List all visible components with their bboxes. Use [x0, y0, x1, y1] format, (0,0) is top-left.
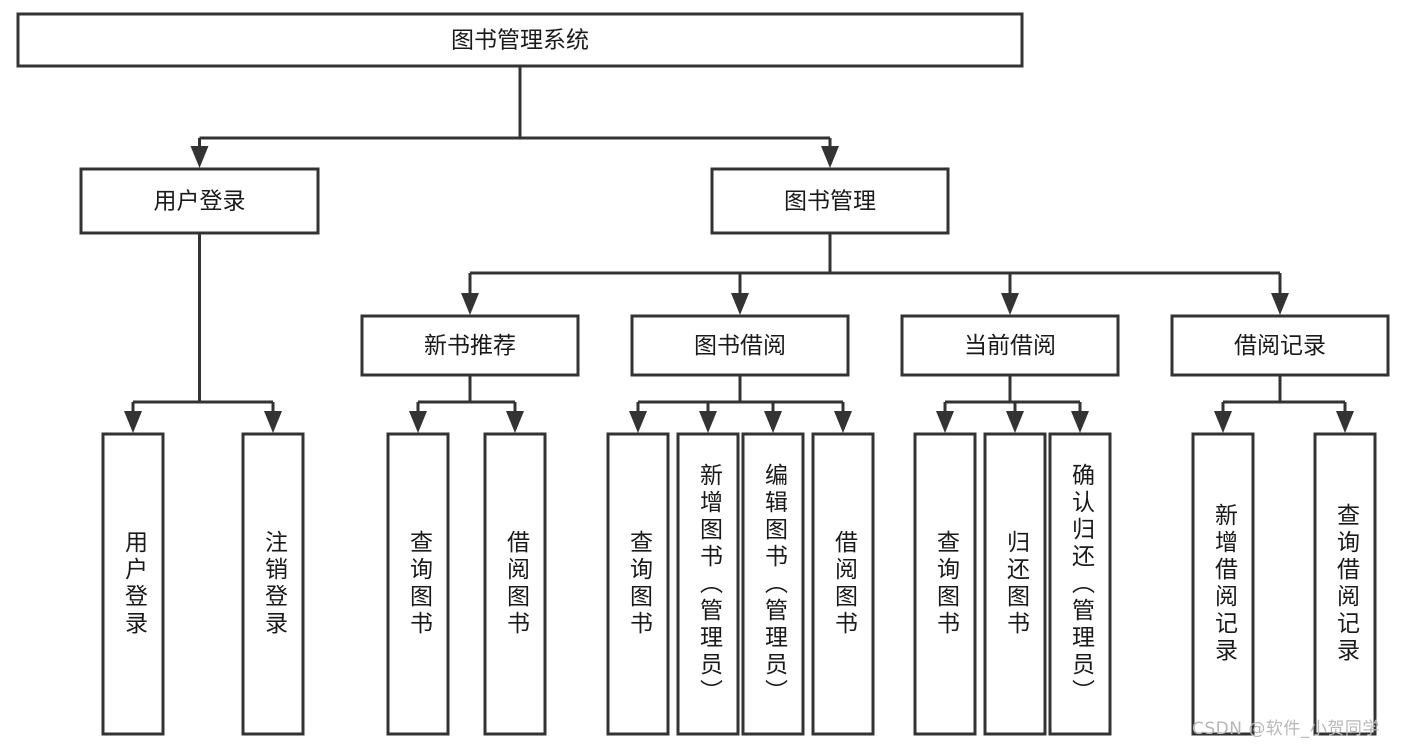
arrow-head-icon-leaf-0-0 [124, 411, 142, 433]
node-l3-label-2: 当前借阅 [964, 333, 1056, 359]
node-root-label: 图书管理系统 [451, 28, 589, 54]
arrow-head-icon-l2-1 [821, 146, 839, 168]
leaf-box-2[interactable] [386, 432, 450, 736]
leaf-box-8[interactable] [913, 432, 977, 736]
arrow-head-icon-leaf-4-0 [1214, 411, 1232, 433]
node-l2-label-0: 用户登录 [154, 189, 246, 215]
leaf-box-6[interactable] [741, 432, 805, 736]
arrow-head-icon-leaf-2-3 [834, 411, 852, 433]
leaf-box-9[interactable] [983, 432, 1047, 736]
arrow-head-icon-l3-2 [1001, 293, 1019, 315]
leaf-box-0[interactable] [101, 432, 165, 736]
arrow-head-icon-leaf-3-0 [936, 411, 954, 433]
node-l3-box-0[interactable] [360, 314, 580, 377]
watermark-text: CSDN @软件_小贺同学 [1192, 719, 1380, 739]
arrow-head-icon-leaf-2-1 [699, 411, 717, 433]
node-l3-box-3[interactable] [1170, 314, 1390, 377]
arrow-head-icon-l3-0 [461, 293, 479, 315]
arrow-head-icon-leaf-3-2 [1071, 411, 1089, 433]
connectors-layer [124, 66, 1354, 433]
arrow-head-icon-leaf-4-1 [1336, 411, 1354, 433]
leaf-box-5[interactable] [676, 432, 740, 736]
node-l3-box-1[interactable] [630, 314, 850, 377]
arrow-head-icon-leaf-2-0 [629, 411, 647, 433]
node-l2-box-0[interactable] [79, 167, 320, 235]
boxes-layer [16, 12, 1390, 736]
node-l3-label-3: 借阅记录 [1234, 333, 1326, 359]
arrow-head-icon-l2-0 [190, 146, 209, 168]
arrow-head-icon-l3-3 [1271, 293, 1289, 315]
arrow-head-icon-leaf-1-1 [506, 411, 524, 433]
node-l2-label-1: 图书管理 [784, 189, 876, 215]
node-l3-label-0: 新书推荐 [424, 333, 516, 359]
node-l3-label-1: 图书借阅 [694, 333, 786, 359]
leaf-box-4[interactable] [606, 432, 670, 736]
arrow-head-icon-leaf-2-2 [764, 411, 782, 433]
leaf-box-1[interactable] [241, 432, 305, 736]
arrow-head-icon-leaf-3-1 [1006, 411, 1024, 433]
node-root-box[interactable] [16, 12, 1024, 68]
leaf-box-11[interactable] [1191, 432, 1255, 736]
node-l2-box-1[interactable] [710, 167, 950, 235]
leaf-box-10[interactable] [1048, 432, 1112, 736]
leaf-box-12[interactable] [1313, 432, 1377, 736]
arrow-head-icon-leaf-0-1 [264, 411, 282, 433]
leaf-box-7[interactable] [811, 432, 875, 736]
arrow-head-icon-leaf-1-0 [409, 411, 427, 433]
leaf-box-3[interactable] [483, 432, 547, 736]
arrow-head-icon-l3-1 [731, 293, 749, 315]
node-l3-box-2[interactable] [900, 314, 1120, 377]
